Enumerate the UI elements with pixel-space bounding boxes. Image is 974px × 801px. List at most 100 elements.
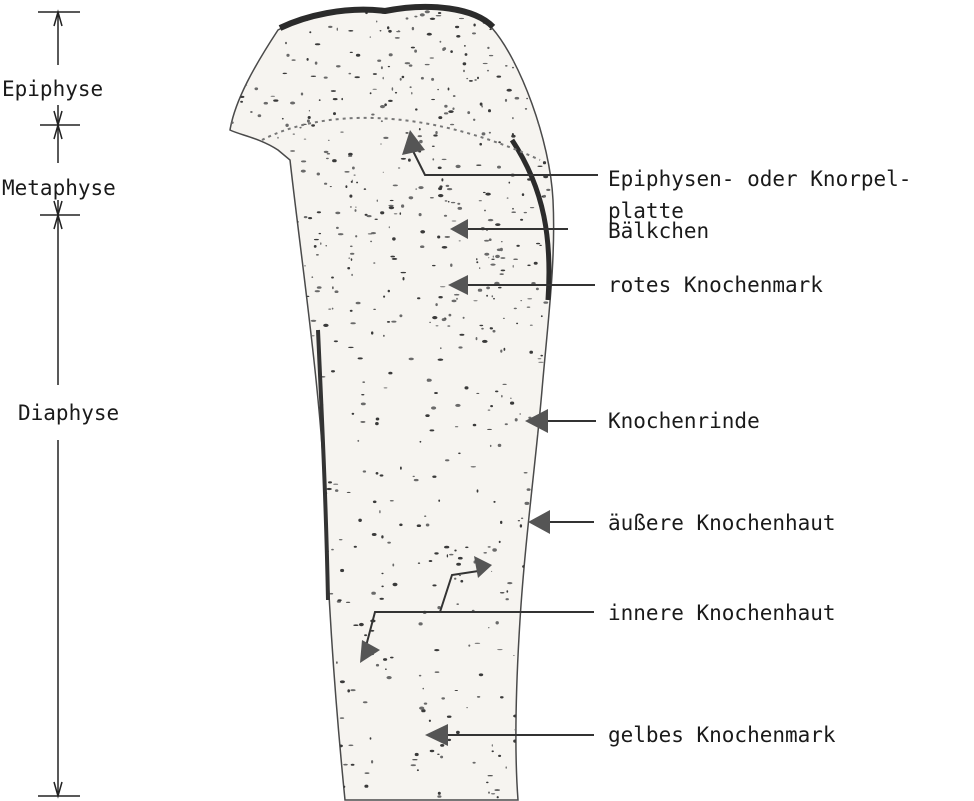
bone-speckle: [229, 188, 233, 190]
bone-speckle: [225, 187, 229, 190]
bone-speckle: [282, 310, 286, 311]
bone-speckle: [403, 277, 405, 280]
bone-speckle: [425, 64, 430, 65]
bone-speckle: [346, 602, 350, 603]
bone-speckle: [268, 537, 273, 539]
bone-speckle: [298, 387, 301, 390]
bone-speckle: [427, 33, 432, 36]
bone-speckle: [431, 406, 436, 409]
bone-speckle: [304, 139, 307, 140]
bone-speckle: [390, 500, 394, 501]
bone-speckle: [326, 688, 331, 690]
bone-speckle: [531, 538, 536, 539]
bone-speckle: [445, 200, 448, 202]
bone-speckle: [302, 488, 304, 491]
bone-speckle: [474, 79, 477, 81]
bone-speckle: [463, 70, 464, 73]
bone-speckle: [506, 590, 508, 592]
bone-speckle: [493, 330, 496, 333]
bone-speckle: [469, 80, 473, 82]
bone-speckle: [336, 661, 337, 664]
bone-speckle: [490, 264, 495, 266]
bone-speckle: [549, 374, 551, 377]
bone-speckle: [420, 230, 425, 233]
bone-speckle: [431, 78, 434, 81]
bone-speckle: [271, 168, 273, 171]
bone-speckle: [373, 262, 375, 264]
bone-speckle: [316, 254, 319, 255]
bone-speckle: [275, 428, 276, 429]
bone-speckle: [467, 111, 470, 114]
bone-speckle: [442, 246, 448, 249]
bone-speckle: [227, 112, 231, 115]
bone-speckle: [522, 193, 524, 196]
bone-speckle: [448, 110, 453, 113]
label-gelbes-knochenmark: gelbes Knochenmark: [608, 723, 836, 747]
bone-speckle: [492, 295, 494, 297]
bone-speckle: [434, 392, 438, 394]
bone-speckle: [315, 62, 318, 65]
bone-speckle: [432, 158, 434, 160]
bone-speckle: [232, 252, 235, 254]
bone-speckle: [449, 554, 453, 556]
bone-speckle: [333, 484, 338, 485]
bone-speckle: [292, 391, 293, 393]
bone-speckle: [370, 241, 372, 243]
bone-speckle: [437, 236, 440, 239]
bone-speckle: [536, 288, 539, 291]
bone-speckle: [237, 581, 239, 582]
bone-speckle: [437, 754, 440, 755]
bone-speckle: [401, 272, 407, 273]
bone-speckle: [459, 575, 461, 576]
bone-speckle: [307, 424, 310, 426]
bone-speckle: [460, 580, 463, 583]
bone-speckle: [456, 604, 459, 605]
bone-speckle: [497, 649, 502, 650]
bone-speckle: [315, 290, 320, 292]
bone-speckle: [266, 608, 270, 610]
bone-speckle: [497, 166, 501, 169]
bone-speckle: [331, 277, 334, 279]
bone-speckle: [523, 743, 527, 746]
bone-speckle: [420, 13, 425, 16]
bone-speckle: [225, 248, 231, 251]
bone-speckle: [456, 4, 458, 6]
bone-speckle: [341, 98, 343, 100]
bone-speckle: [451, 202, 455, 203]
bone-speckle: [259, 444, 261, 447]
bone-speckle: [476, 165, 481, 166]
bone-speckle: [415, 108, 418, 110]
bone-speckle: [225, 657, 227, 659]
bone-speckle: [401, 204, 404, 207]
bone-speckle: [304, 317, 308, 320]
bone-speckle: [357, 440, 359, 442]
bone-speckle: [230, 237, 233, 239]
bone-speckle: [377, 60, 381, 62]
bone-speckle: [389, 53, 393, 56]
bone-speckle: [252, 260, 256, 263]
bone-speckle: [504, 348, 506, 351]
bone-speckle: [493, 501, 495, 503]
bone-speckle: [419, 707, 424, 710]
bone-speckle: [311, 124, 315, 126]
bone-speckle: [440, 347, 442, 349]
bone-speckle: [311, 76, 316, 77]
bone-speckle: [252, 228, 257, 229]
bone-speckle: [506, 766, 507, 768]
bone-speckle: [418, 135, 422, 137]
bone-speckle: [432, 316, 437, 319]
bone-speckle: [485, 193, 490, 196]
bone-speckle: [530, 207, 534, 208]
label-knochenrinde: Knochenrinde: [608, 409, 760, 433]
bone-speckle: [441, 697, 445, 699]
bone-speckle: [319, 233, 322, 234]
bone-speckle: [285, 124, 288, 127]
bone-speckle: [444, 215, 447, 217]
bone-speckle: [251, 423, 254, 426]
bone-speckle: [501, 241, 503, 242]
bone-speckle: [227, 6, 230, 7]
bone-speckle: [513, 655, 514, 656]
bone-speckle: [267, 684, 271, 687]
bone-speckle: [326, 158, 329, 159]
bone-speckle: [376, 21, 377, 23]
